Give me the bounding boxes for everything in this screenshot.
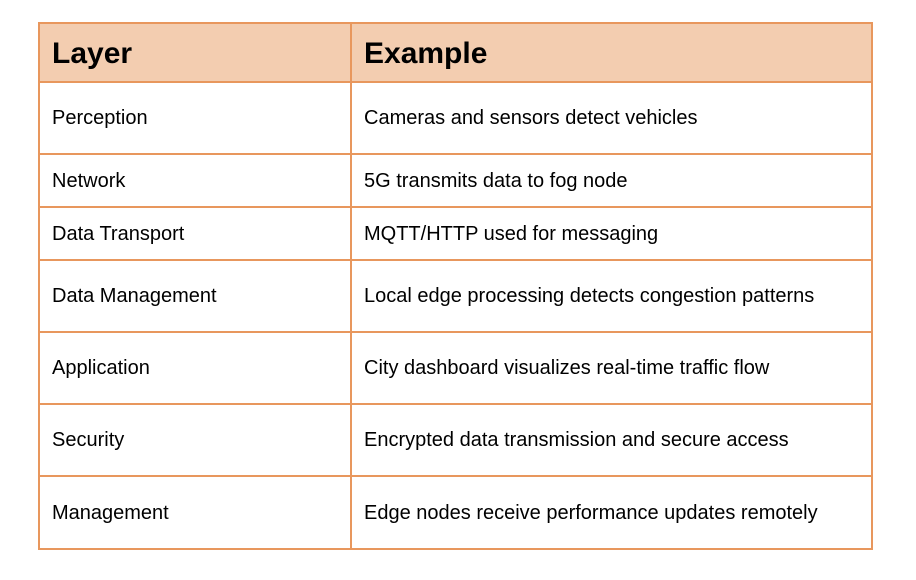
cell-example: City dashboard visualizes real-time traf… — [350, 331, 873, 405]
header-row: Layer Example — [38, 22, 873, 83]
cell-layer: Management — [38, 475, 352, 550]
table-row: Management Edge nodes receive performanc… — [38, 475, 873, 550]
header-layer: Layer — [38, 22, 352, 83]
cell-example: MQTT/HTTP used for messaging — [350, 206, 873, 261]
table-row: Network 5G transmits data to fog node — [38, 153, 873, 208]
cell-example: Local edge processing detects congestion… — [350, 259, 873, 333]
table-body: Perception Cameras and sensors detect ve… — [38, 81, 873, 550]
table-header: Layer Example — [38, 22, 873, 83]
cell-example: Edge nodes receive performance updates r… — [350, 475, 873, 550]
table-row: Data Management Local edge processing de… — [38, 259, 873, 333]
cell-layer: Application — [38, 331, 352, 405]
cell-layer: Security — [38, 403, 352, 477]
header-example: Example — [350, 22, 873, 83]
layer-example-table: Layer Example Perception Cameras and sen… — [38, 22, 873, 550]
table-row: Security Encrypted data transmission and… — [38, 403, 873, 477]
cell-layer: Data Transport — [38, 206, 352, 261]
cell-example: Cameras and sensors detect vehicles — [350, 81, 873, 155]
table-row: Data Transport MQTT/HTTP used for messag… — [38, 206, 873, 261]
table-row: Perception Cameras and sensors detect ve… — [38, 81, 873, 155]
cell-layer: Network — [38, 153, 352, 208]
cell-layer: Perception — [38, 81, 352, 155]
cell-layer: Data Management — [38, 259, 352, 333]
cell-example: Encrypted data transmission and secure a… — [350, 403, 873, 477]
cell-example: 5G transmits data to fog node — [350, 153, 873, 208]
table-row: Application City dashboard visualizes re… — [38, 331, 873, 405]
